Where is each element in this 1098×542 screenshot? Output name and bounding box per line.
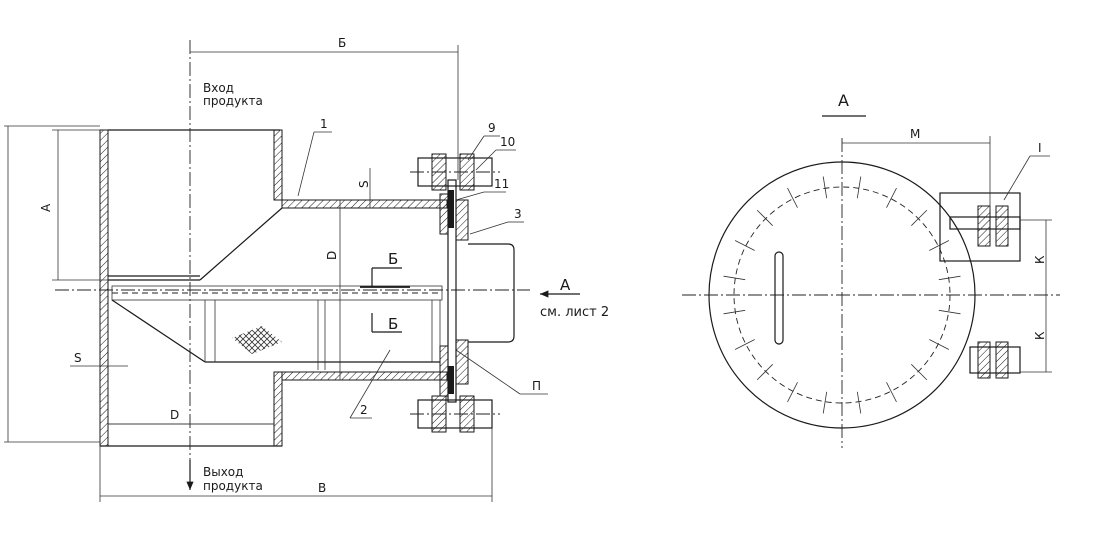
svg-text:I: I — [1038, 141, 1042, 155]
dimension-S-flange: S — [357, 168, 371, 208]
bolt-tick — [787, 187, 798, 208]
bolt-tick — [938, 309, 961, 315]
view-arrow-label: А — [560, 276, 571, 294]
dimension-D-vertical: D — [325, 200, 341, 380]
inlet-label-line1: Вход — [203, 81, 234, 95]
callout-1: 1 — [297, 117, 332, 197]
branch-top-wall — [281, 199, 448, 209]
cone-upper-line — [199, 207, 283, 281]
svg-text:К: К — [1033, 331, 1047, 340]
dimension-K: К К — [1020, 219, 1052, 373]
svg-text:2: 2 — [360, 403, 368, 417]
bolt-tick — [856, 176, 862, 199]
svg-text:М: М — [910, 127, 920, 141]
svg-text:К: К — [1033, 255, 1047, 264]
svg-text:9: 9 — [488, 121, 496, 135]
dimension-bottom: В — [99, 428, 493, 502]
svg-text:3: 3 — [514, 207, 522, 221]
svg-text:S: S — [74, 351, 82, 365]
bolt-tick — [822, 391, 828, 414]
inlet-label-line2: продукта — [203, 94, 263, 108]
section-mark-bottom: Б — [388, 315, 398, 333]
bolt-tick — [734, 240, 755, 251]
cover-handle — [468, 243, 515, 343]
view-arrow-ref: см. лист 2 — [540, 305, 609, 320]
gasket-top — [448, 190, 454, 228]
bolt-tick — [886, 382, 897, 403]
bolt-tick — [822, 176, 828, 199]
callout-2: 2 — [349, 349, 391, 419]
outlet-right-wall — [273, 371, 283, 447]
bolt-tick — [938, 275, 961, 281]
svg-text:В: В — [318, 481, 326, 495]
dimension-M: М — [842, 127, 991, 210]
svg-text:11: 11 — [494, 177, 509, 191]
bolt-tick — [929, 240, 950, 251]
svg-text:10: 10 — [500, 135, 515, 149]
callout-I: I — [1003, 141, 1050, 201]
dimension-S-wall: S — [70, 351, 128, 367]
svg-text:D: D — [170, 408, 179, 422]
dimension-top: Б — [190, 36, 459, 180]
callout-9: 9 — [467, 121, 500, 161]
cover-plate — [447, 179, 457, 403]
top-bolt-assembly — [410, 153, 500, 191]
side-view-title: А — [838, 91, 849, 110]
callout-11: 11 — [455, 177, 509, 201]
branch-flange-bottom — [439, 345, 449, 397]
inlet-right-wall — [273, 129, 283, 201]
outlet-label-line2: продукта — [203, 479, 263, 493]
outlet-label-line1: Выход — [203, 465, 243, 479]
housing-left-wall — [99, 129, 109, 447]
bolt-tick — [929, 339, 950, 350]
dimension-D-bottom: D — [108, 408, 274, 425]
svg-text:S: S — [357, 180, 371, 188]
sight-slot — [774, 251, 784, 345]
bolt-tick — [756, 209, 773, 226]
dimension-left-A: А — [39, 129, 108, 281]
callout-3: 3 — [469, 207, 524, 235]
bolt-tick — [886, 187, 897, 208]
main-sectional-view: Б Б А см. лист 2 В — [4, 36, 609, 502]
side-view-A: А М К К — [682, 91, 1060, 448]
basket-lower-cone — [111, 299, 206, 363]
branch-bottom-wall — [281, 371, 448, 381]
bolt-tick — [911, 209, 928, 226]
bolt-tick — [723, 309, 746, 315]
bottom-bolt-assembly — [410, 395, 500, 433]
gasket-bottom — [448, 366, 454, 394]
bolt-tick — [787, 382, 798, 403]
bolt-tick-marks — [723, 176, 961, 414]
svg-text:D: D — [325, 251, 339, 260]
callout-P: П — [455, 349, 548, 395]
bolt-tick — [756, 364, 773, 381]
bolt-tick — [723, 275, 746, 281]
bolt-tick — [734, 339, 755, 350]
svg-text:П: П — [532, 379, 541, 393]
svg-text:1: 1 — [320, 117, 328, 131]
branch-flange-top — [439, 193, 449, 235]
svg-text:Б: Б — [338, 36, 346, 50]
callout-10: 10 — [475, 135, 516, 171]
bolt-tick — [911, 364, 928, 381]
svg-text:А: А — [39, 203, 53, 212]
bolt-tick — [856, 391, 862, 414]
mesh-patch — [232, 326, 282, 354]
section-mark-top: Б — [388, 250, 398, 268]
